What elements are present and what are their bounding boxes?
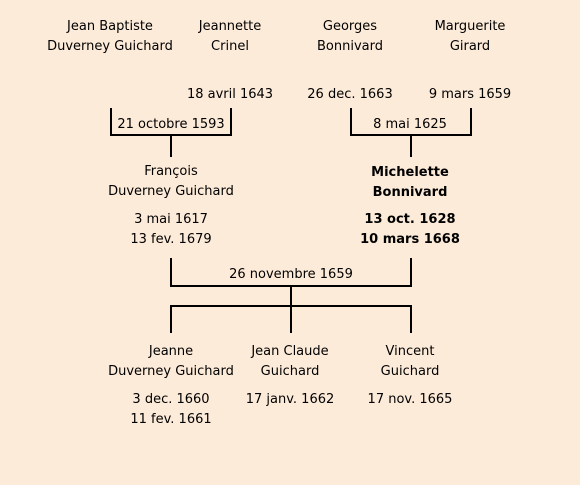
birth-date: 13 oct. 1628 — [364, 212, 456, 227]
georges-date: 26 dec. 1663 — [307, 87, 393, 102]
jeannette-date: 18 avril 1643 — [186, 87, 274, 102]
person-name-line2: Girard — [449, 39, 491, 54]
person-name-line1: Jeannette — [198, 19, 262, 34]
person-name-line1: Georges — [322, 19, 378, 34]
grandparent-jeannette: Jeannette Crinel — [199, 17, 261, 57]
death-date: 13 fev. 1679 — [130, 232, 212, 247]
person-name-line1: Michelette — [371, 165, 449, 180]
parent-francois: François Duverney Guichard 3 mai 1617 13… — [108, 162, 234, 250]
person-name-line1: Jean Claude — [251, 344, 329, 359]
birth-date: 17 nov. 1665 — [367, 392, 453, 407]
child-vincent: Vincent Guichard 17 nov. 1665 — [368, 342, 453, 410]
person-name-line2: Duverney Guichard — [47, 39, 173, 54]
person-name-line2: Duverney Guichard — [108, 184, 234, 199]
birth-date: 17 janv. 1662 — [245, 392, 335, 407]
birth-date: 3 dec. 1660 — [132, 392, 210, 407]
death-date: 10 mars 1668 — [360, 232, 460, 247]
person-name-line1: Marguerite — [434, 19, 506, 34]
grandparent-jean-baptiste: Jean Baptiste Duverney Guichard — [47, 17, 173, 57]
child-jeanne: Jeanne Duverney Guichard 3 dec. 1660 11 … — [108, 342, 234, 430]
marriage-date-parents: 26 novembre 1659 — [229, 267, 353, 282]
marriage-date-left: 21 octobre 1593 — [117, 117, 225, 132]
person-name-line2: Duverney Guichard — [108, 364, 234, 379]
person-name-line2: Bonnivard — [372, 185, 448, 200]
person-name-line2: Bonnivard — [317, 39, 383, 54]
marguerite-date: 9 mars 1659 — [428, 87, 512, 102]
birth-date: 3 mai 1617 — [134, 212, 208, 227]
person-name-line1: Jean Baptiste — [67, 19, 153, 34]
person-name-line1: François — [144, 164, 198, 179]
child-jean-claude: Jean Claude Guichard 17 janv. 1662 — [246, 342, 335, 410]
person-name-line1: Jeanne — [148, 344, 194, 359]
person-name-line2: Guichard — [260, 364, 320, 379]
grandparent-marguerite: Marguerite Girard — [435, 17, 506, 57]
marriage-date-right: 8 mai 1625 — [373, 117, 447, 132]
person-name-line2: Crinel — [211, 39, 249, 54]
death-date: 11 fev. 1661 — [130, 412, 212, 427]
grandparent-georges: Georges Bonnivard — [317, 17, 383, 57]
person-name-line2: Guichard — [380, 364, 440, 379]
person-name-line1: Vincent — [385, 344, 435, 359]
parent-michelette: Michelette Bonnivard 13 oct. 1628 10 mar… — [360, 163, 460, 250]
